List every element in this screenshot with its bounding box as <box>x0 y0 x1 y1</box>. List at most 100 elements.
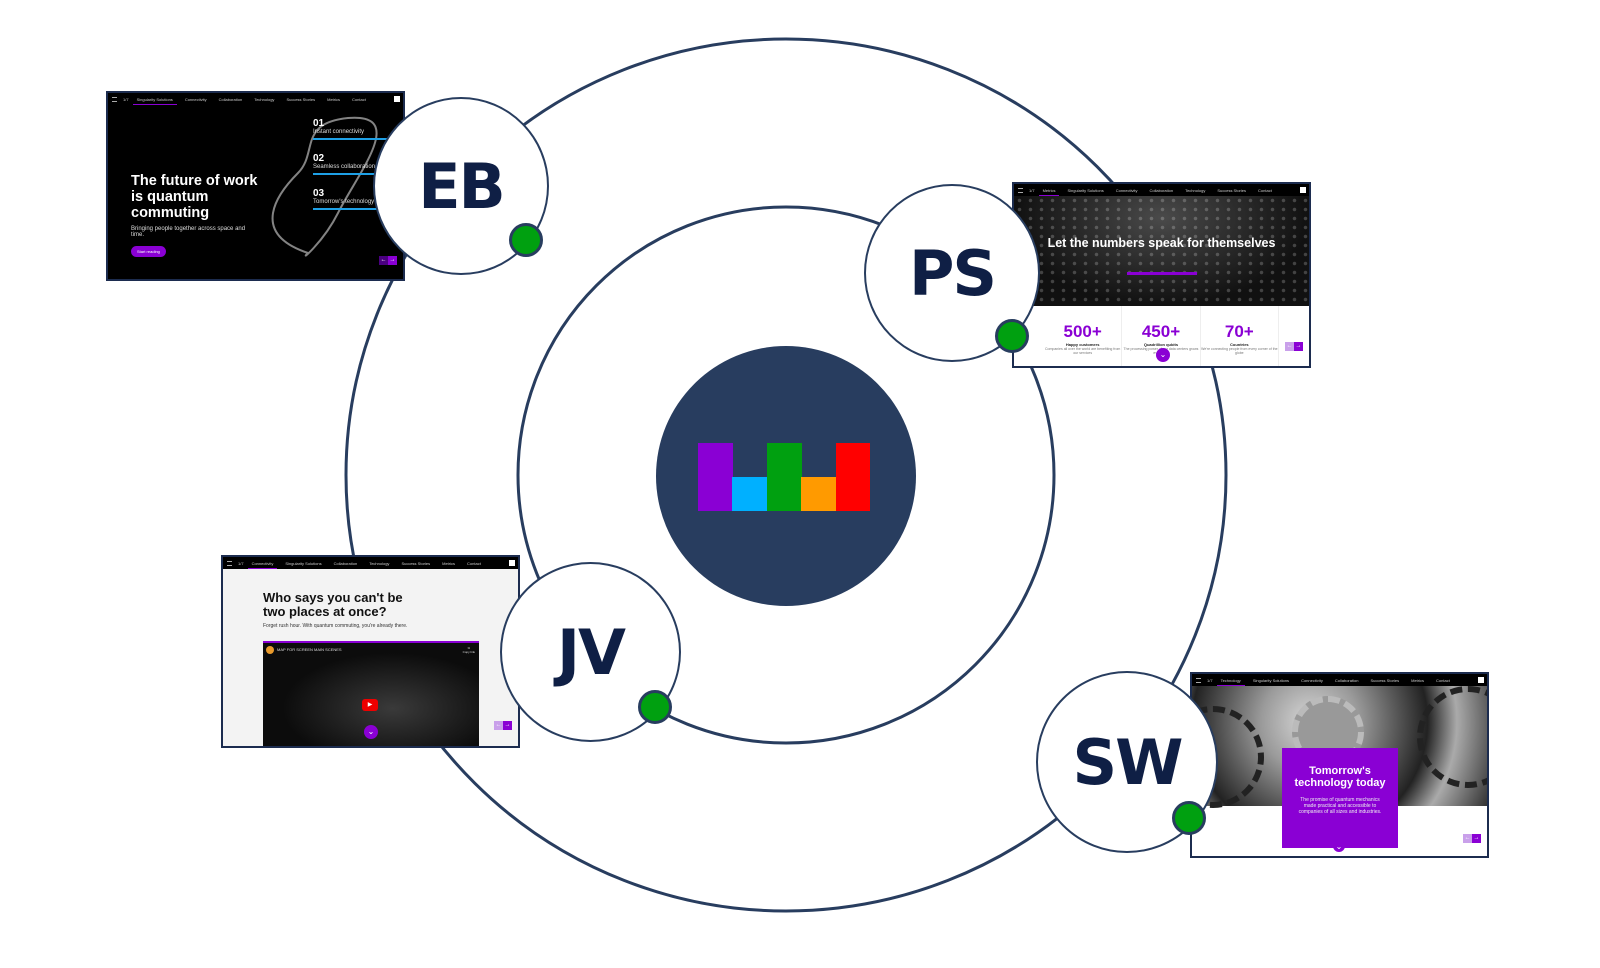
fullscreen-icon[interactable] <box>1300 187 1306 193</box>
menu-icon <box>112 96 117 102</box>
stat-value: 70+ <box>1224 322 1254 341</box>
menu-icon <box>227 560 232 566</box>
online-status-icon <box>1172 801 1206 835</box>
nav-item[interactable]: Metrics <box>1411 677 1425 683</box>
slide-thumbnail-eb[interactable]: 1/7 Singularity Solutions Connectivity C… <box>106 91 405 281</box>
stat-desc: Companies all over the world are benefit… <box>1045 347 1121 355</box>
page-indicator: 1/7 <box>1029 187 1035 193</box>
slide-thumbnail-ps[interactable]: 1/7 Metrics Singularity Solutions Connec… <box>1012 182 1311 368</box>
next-arrow-icon[interactable]: → <box>388 256 397 265</box>
page-indicator: 1/7 <box>238 560 244 566</box>
prev-arrow-icon[interactable]: ← <box>1463 834 1472 843</box>
outer-orbit-ring <box>344 37 1228 913</box>
nav-item[interactable]: Collaboration <box>218 96 243 102</box>
stat-value: 500+ <box>1063 322 1102 341</box>
nav-item[interactable]: Connectivity <box>1301 677 1323 683</box>
prev-arrow-icon[interactable]: ← <box>379 256 388 265</box>
decorative-curve <box>271 116 378 257</box>
nav-item[interactable]: Connectivity <box>184 96 207 102</box>
feature-underline <box>313 208 393 210</box>
nav-item[interactable]: Connectivity <box>247 560 278 569</box>
video-title: MAP FOR SCREEN MAIN SCENES <box>277 647 342 652</box>
copy-link-button[interactable]: ⧉ Copy link <box>463 646 475 654</box>
nav-item[interactable]: Contact <box>1436 677 1450 683</box>
next-arrow-icon[interactable]: → <box>1294 342 1303 351</box>
nav-item[interactable]: Collaboration <box>1149 187 1174 193</box>
channel-avatar <box>266 646 274 654</box>
slide-subtitle: Bringing people together across space an… <box>131 226 246 238</box>
slide-nav: 1/7 Metrics Singularity Solutions Connec… <box>1014 184 1309 196</box>
slide-title: Let the numbers speak for themselves <box>1047 236 1276 250</box>
slide-thumbnail-jv[interactable]: 1/7 Connectivity Singularity Solutions C… <box>221 555 520 748</box>
logo-bar <box>732 477 768 511</box>
nav-item[interactable]: Singularity Solutions <box>1252 677 1290 683</box>
nav-item[interactable]: Collaboration <box>1334 677 1359 683</box>
next-arrow-icon[interactable]: → <box>503 721 512 730</box>
nav-item[interactable]: Collaboration <box>333 560 358 566</box>
inner-orbit-ring <box>516 205 1056 745</box>
slide-arrows: ← → <box>1285 342 1303 351</box>
nav-item[interactable]: Success Stories <box>1370 677 1400 683</box>
bokeh-dots <box>1014 196 1309 306</box>
nav-item[interactable]: Technology <box>369 560 390 566</box>
nav-item[interactable]: Singularity Solutions <box>1067 187 1104 193</box>
nav-item[interactable]: Technology <box>1216 677 1246 686</box>
copy-link-label: Copy link <box>462 650 475 654</box>
nav-item[interactable]: Contact <box>352 96 366 102</box>
nav-item[interactable]: Success Stories <box>286 96 316 102</box>
stat-value: 450+ <box>1141 322 1181 341</box>
fullscreen-icon[interactable] <box>509 560 515 566</box>
gear-shape <box>1192 706 1264 808</box>
online-status-icon <box>638 690 672 724</box>
slide-desc: The promise of quantum mechanics made pr… <box>1298 797 1382 815</box>
nav-item[interactable]: Success Stories <box>1217 187 1247 193</box>
logo-bar <box>766 443 802 511</box>
slide-title: Who says you can't be two places at once… <box>263 590 403 619</box>
feature-item: 03 Tomorrow's technology <box>313 188 403 210</box>
nav-item[interactable]: Connectivity <box>1115 187 1138 193</box>
scroll-down-icon[interactable]: ⌄ <box>1333 840 1345 852</box>
nav-item[interactable]: Singularity Solutions <box>285 560 322 566</box>
logo-bar <box>835 443 871 511</box>
copy-icon: ⧉ <box>467 646 470 650</box>
nav-item[interactable]: Metrics <box>327 96 341 102</box>
hub-circle <box>656 346 916 606</box>
nav-item[interactable]: Contact <box>467 560 481 566</box>
nav-item[interactable]: Singularity Solutions <box>132 96 178 105</box>
slide-thumbnail-sw[interactable]: 1/7 Technology Singularity Solutions Con… <box>1190 672 1489 858</box>
nav-item[interactable]: Technology <box>1185 187 1206 193</box>
scroll-down-icon[interactable]: ⌄ <box>364 725 378 739</box>
slide-title: The future of work is quantum commuting <box>131 173 258 221</box>
fullscreen-icon[interactable] <box>394 96 400 102</box>
slide-nav: 1/7 Technology Singularity Solutions Con… <box>1192 674 1487 686</box>
scroll-down-icon[interactable]: ⌄ <box>1156 348 1170 362</box>
nav-item[interactable]: Technology <box>254 96 275 102</box>
start-reading-button[interactable]: Start reading <box>131 246 166 257</box>
next-arrow-icon[interactable]: → <box>1472 834 1481 843</box>
slide-subtitle: Forget rush hour. With quantum commuting… <box>263 623 408 629</box>
slide-nav: 1/7 Singularity Solutions Connectivity C… <box>108 93 403 105</box>
stat-item: 500+ Happy customers Companies all over … <box>1044 306 1123 366</box>
nav-item[interactable]: Success Stories <box>401 560 431 566</box>
prev-arrow-icon[interactable]: ← <box>494 721 503 730</box>
online-status-icon <box>509 223 543 257</box>
nav-item[interactable]: Metrics <box>1038 187 1060 196</box>
stat-label: Happy customers <box>1065 342 1100 347</box>
prev-arrow-icon[interactable]: ← <box>1285 342 1294 351</box>
play-button-icon[interactable]: ▶ <box>362 699 378 711</box>
feature-number: 01 <box>313 118 325 129</box>
fullscreen-icon[interactable] <box>1478 677 1484 683</box>
logo-bar <box>698 443 733 511</box>
avatar-initials: PS <box>908 236 997 310</box>
stat-label: Countries <box>1229 342 1249 347</box>
feature-item: 01 Instant connectivity <box>313 118 403 140</box>
title-underline <box>1127 272 1197 275</box>
feature-item: 02 Seamless collaboration <box>313 153 403 175</box>
nav-item[interactable]: Contact <box>1258 187 1272 193</box>
gear-shape <box>1417 686 1487 788</box>
nav-item[interactable]: Metrics <box>442 560 456 566</box>
page-indicator: 1/7 <box>123 96 129 102</box>
logo-bar <box>801 477 837 511</box>
feature-number: 02 <box>313 153 325 164</box>
